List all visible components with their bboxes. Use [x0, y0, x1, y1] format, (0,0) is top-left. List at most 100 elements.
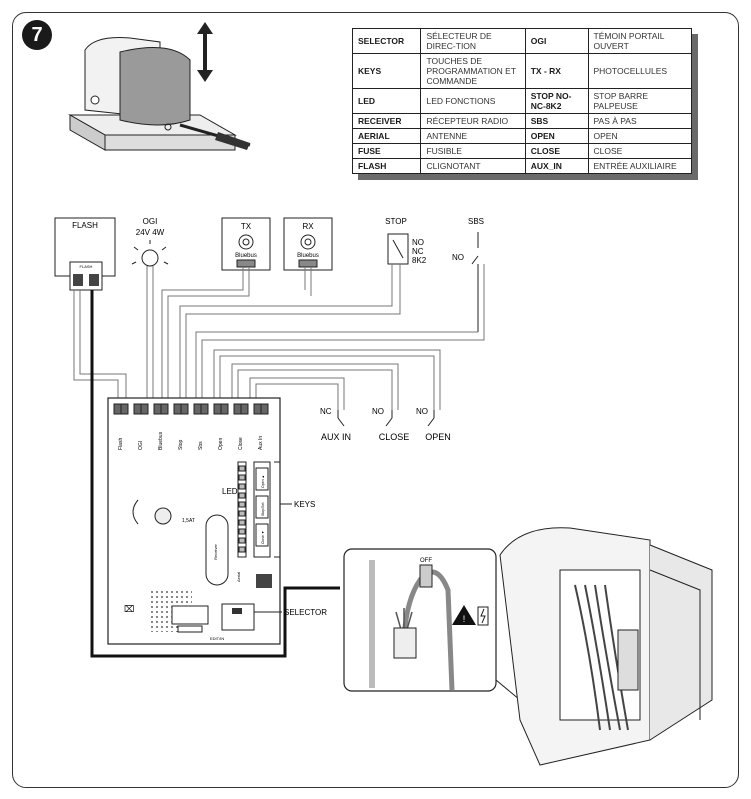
- key-button-label: Stop/Set: [261, 503, 265, 516]
- fuse-label: 1,5AT: [182, 518, 195, 524]
- legend-right-val: ENTRÉE AUXILIAIRE: [587, 158, 692, 174]
- led-indicator: [238, 537, 246, 544]
- legend-right-val: STOP BARRE PALPEUSE: [587, 88, 692, 114]
- stop-label: STOP: [385, 217, 407, 226]
- terminal-label: Open: [218, 438, 224, 450]
- svg-text:!: !: [463, 614, 466, 624]
- terminal-screw: [133, 403, 142, 415]
- terminal-label: Stop: [178, 439, 184, 450]
- terminal-screw: [213, 403, 222, 415]
- led-indicator: [238, 510, 246, 517]
- keys-label: KEYS: [294, 500, 315, 509]
- off-label: OFF: [420, 558, 432, 564]
- led-indicator: [238, 474, 246, 481]
- legend-left-key: LED: [351, 88, 422, 114]
- rx-bluebus-label: Bluebus: [297, 253, 319, 259]
- led-indicator: [238, 465, 246, 472]
- flash-device: FLASH FLASH: [54, 217, 116, 291]
- terminal-screw: [220, 403, 229, 415]
- aux-nc-label: NC: [320, 407, 332, 416]
- tx-bluebus-label: Bluebus: [235, 253, 257, 259]
- led-indicator: [238, 501, 246, 508]
- stop-8k2-label: 8K2: [412, 256, 427, 265]
- key-button[interactable]: [255, 495, 269, 519]
- power-cable: [90, 290, 340, 658]
- close-contact: NO CLOSE: [372, 407, 409, 442]
- terminal-screw: [193, 403, 202, 415]
- open-label: OPEN: [425, 432, 451, 442]
- step-number-badge: 7: [22, 20, 52, 50]
- terminal-label: Aux In: [258, 436, 264, 450]
- led-indicator: [238, 483, 246, 490]
- terminal-blocks: [113, 403, 269, 415]
- ogi-label: OGI: [143, 217, 158, 226]
- terminal-screw: [260, 403, 269, 415]
- terminal-screw: [140, 403, 149, 415]
- connection-inset: OFF !: [343, 548, 521, 701]
- terminal-screw: [233, 403, 242, 415]
- led-indicator: [238, 528, 246, 535]
- terminal-label: Sbs: [198, 441, 204, 450]
- legend-left-val: SÉLECTEUR DE DIREC-TION: [420, 28, 526, 54]
- close-no-label: NO: [372, 407, 384, 416]
- tx-photocell: TX Bluebus: [221, 217, 271, 271]
- terminal-screw: [240, 403, 249, 415]
- terminal-screw: [153, 403, 162, 415]
- open-motor-illustration: [499, 527, 713, 766]
- terminal-label: OGI: [138, 441, 144, 450]
- rx-photocell: RX Bluebus: [283, 217, 333, 271]
- key-button-label: Close ▼: [261, 531, 265, 544]
- legend-left-key: FLASH: [351, 158, 422, 174]
- dispose-icon: ⌧: [124, 604, 134, 614]
- legend-right-key: AUX_IN: [524, 158, 589, 174]
- receiver-label: Receiver: [213, 543, 218, 559]
- legend-left-val: LED FONCTIONS: [420, 88, 526, 114]
- legend-right-key: STOP NO-NC-8K2: [524, 88, 589, 114]
- terminal-screw: [113, 403, 122, 415]
- ogi-rating-label: 24V 4W: [136, 228, 165, 237]
- tx-label: TX: [241, 222, 252, 231]
- aerial-label: Aerial: [236, 572, 241, 582]
- key-button-label: Open ▲: [261, 475, 265, 488]
- ogi-lamp: OGI 24V 4W: [131, 217, 169, 267]
- warning-icon: [452, 605, 476, 625]
- sbs-label: SBS: [468, 217, 484, 226]
- terminal-screw: [180, 403, 189, 415]
- aux-in-label: AUX IN: [321, 432, 351, 442]
- aux-in-contact: NC AUX IN: [320, 407, 351, 442]
- selector-label: SELECTOR: [284, 608, 327, 617]
- open-no-label: NO: [416, 407, 428, 416]
- signal-wires: [73, 264, 485, 410]
- legend-left-key: KEYS: [351, 53, 422, 89]
- breaker-icon: [419, 564, 433, 588]
- led-indicators: [238, 465, 246, 553]
- figure-frame: [12, 12, 739, 788]
- terminal-screw: [160, 403, 169, 415]
- terminal-label: Flash: [118, 438, 124, 450]
- motor-unit-illustration: [68, 37, 251, 151]
- key-button[interactable]: [255, 523, 269, 547]
- sbs-switch: SBS NO: [452, 217, 484, 332]
- legend-left-val: CLIGNOTANT: [420, 158, 526, 174]
- key-button[interactable]: [255, 467, 269, 491]
- direction-arrow-icon: [197, 22, 213, 82]
- terminal-screw: [173, 403, 182, 415]
- terminal-screw: [120, 403, 129, 415]
- stop-nc-label: NC: [412, 247, 424, 256]
- close-label: CLOSE: [379, 432, 410, 442]
- terminal-screw: [253, 403, 262, 415]
- terminal-label: Close: [238, 437, 244, 450]
- led-label: LED: [222, 487, 238, 496]
- flash-terminal-label: FLASH: [80, 264, 93, 269]
- sbs-no-label: NO: [452, 253, 464, 262]
- led-indicator: [238, 519, 246, 526]
